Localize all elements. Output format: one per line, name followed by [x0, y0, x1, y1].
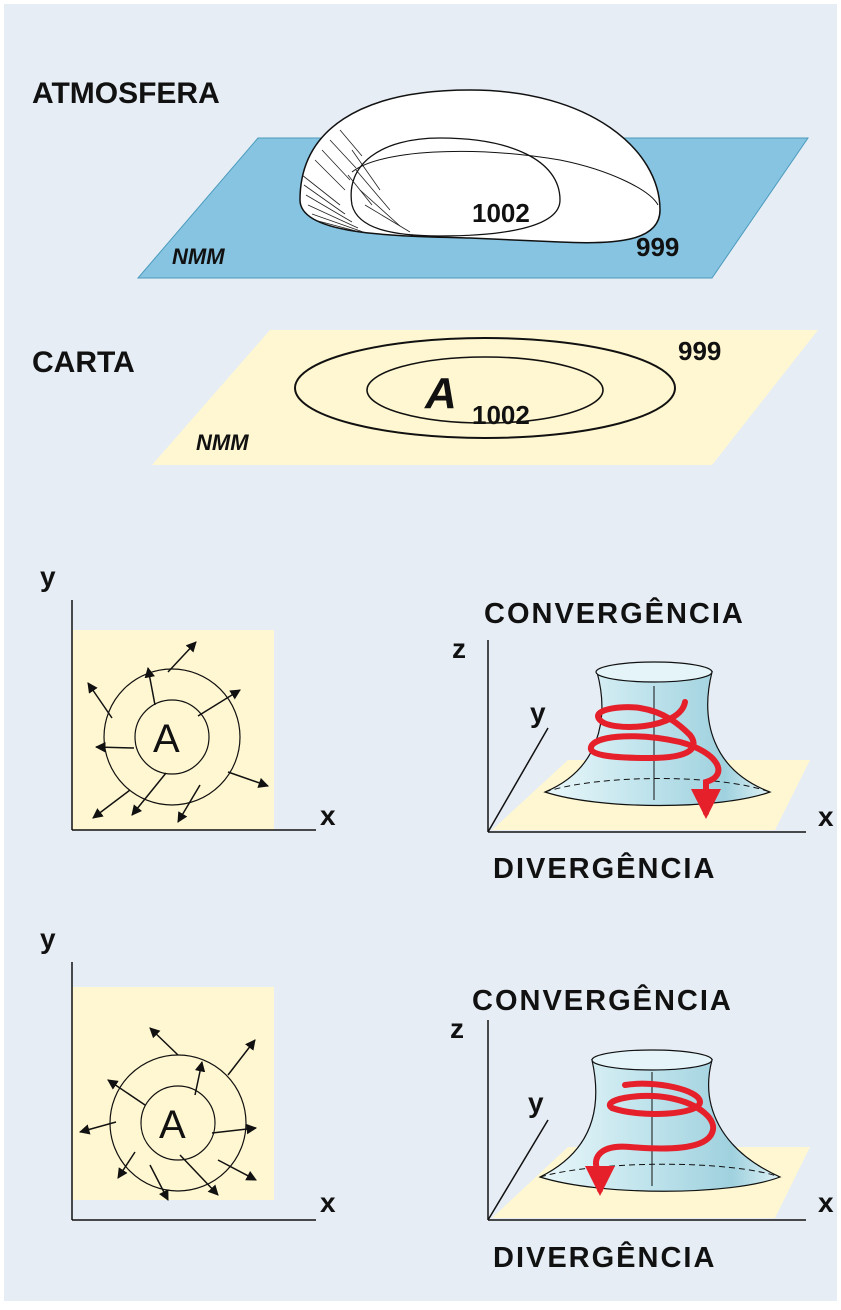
flow-bottom-y-label: y — [40, 923, 56, 954]
funnel-bottom-divergence-label: DIVERGÊNCIA — [493, 1240, 716, 1274]
atmosfera-section: ATMOSFERA NMM 1002 999 — [32, 77, 809, 279]
flow-arrow — [149, 1027, 179, 1056]
flow-arrow — [131, 772, 167, 816]
pressure-dome — [299, 89, 661, 244]
atmosfera-outer-value: 999 — [636, 232, 679, 262]
dome-rim — [351, 150, 659, 206]
carta-section: CARTA A 1002 999 NMM — [32, 330, 818, 465]
funnel-bottom-z-label: z — [450, 1013, 464, 1044]
funnel-top-convergence-label: CONVERGÊNCIA — [484, 596, 745, 630]
flow-arrow — [227, 771, 269, 788]
flow-arrow — [211, 1123, 258, 1135]
flow-top-center-symbol: A — [153, 717, 180, 761]
flow-top-arrows — [87, 641, 269, 823]
flow-arrow — [227, 1039, 256, 1076]
flow-bottom-center-symbol: A — [159, 1103, 186, 1147]
funnel-top-x-label: x — [818, 801, 834, 832]
funnel-bottom-y-label: y — [528, 1087, 544, 1118]
flow-arrow — [179, 1154, 219, 1196]
flow-arrow — [78, 1121, 117, 1135]
flow-top-area — [72, 630, 274, 830]
funnel-top-spiral — [587, 699, 722, 819]
atmosfera-title: ATMOSFERA — [32, 77, 220, 110]
carta-title: CARTA — [32, 346, 135, 379]
flow-arrow — [177, 784, 201, 823]
funnel-bottom-diagram: CONVERGÊNCIA z y x DIVERGÊNCIA — [450, 983, 834, 1274]
funnel-top-z-label: z — [452, 633, 466, 664]
flow-arrow — [117, 1151, 136, 1179]
funnel-bottom-base-back — [539, 1163, 781, 1178]
funnel-top-base-back — [544, 778, 771, 793]
funnel-bottom-rim — [591, 1049, 713, 1071]
flow-bottom-area — [72, 987, 274, 1200]
funnel-top-divergence-label: DIVERGÊNCIA — [493, 851, 716, 885]
carta-outer-value: 999 — [678, 336, 721, 366]
flow-arrow — [217, 1159, 257, 1181]
flow-top-outer-isobar — [103, 668, 241, 806]
flow-top-inner-isobar — [134, 699, 210, 775]
carta-inner-value: 1002 — [472, 400, 530, 430]
flow-arrow — [92, 789, 131, 819]
funnel-top-rim — [595, 661, 713, 683]
flow-arrow — [87, 682, 113, 719]
dome-hatching — [301, 129, 411, 237]
flow-arrow — [94, 742, 135, 753]
flow-top-y-label: y — [40, 561, 56, 592]
funnel-bottom-spiral — [585, 1080, 717, 1196]
funnel-bottom-convergence-label: CONVERGÊNCIA — [472, 983, 733, 1017]
flow-bottom-inner-isobar — [140, 1085, 216, 1161]
flow-bottom-diagram: y x A — [40, 923, 336, 1221]
flow-arrow — [167, 641, 197, 673]
carta-plane-label: NMM — [196, 430, 249, 455]
carta-outer-isobar — [294, 337, 676, 439]
flow-arrow — [194, 1060, 206, 1096]
flow-bottom-x-label: x — [320, 1187, 336, 1218]
flow-top-x-label: x — [320, 800, 336, 831]
flow-arrow — [144, 666, 156, 706]
carta-center-symbol: A — [424, 369, 457, 418]
funnel-bottom-x-label: x — [818, 1187, 834, 1218]
flow-arrow — [107, 1079, 146, 1106]
dome-inner-contour — [350, 137, 561, 237]
funnel-top-diagram: CONVERGÊNCIA z y x DIVERGÊNCIA — [452, 596, 834, 885]
atmosfera-plane-label: NMM — [172, 244, 225, 269]
funnel-top-y-label: y — [530, 697, 546, 728]
funnel-top-y-axis — [487, 727, 549, 833]
flow-arrow — [149, 1164, 169, 1201]
flow-top-diagram: y x A — [40, 561, 336, 831]
flow-bottom-arrows — [78, 1027, 258, 1201]
flow-arrow — [197, 689, 241, 717]
funnel-bottom-y-axis — [487, 1119, 549, 1221]
carta-inner-isobar — [366, 356, 604, 424]
dome-outer — [299, 89, 661, 244]
atmosfera-inner-value: 1002 — [472, 198, 530, 228]
